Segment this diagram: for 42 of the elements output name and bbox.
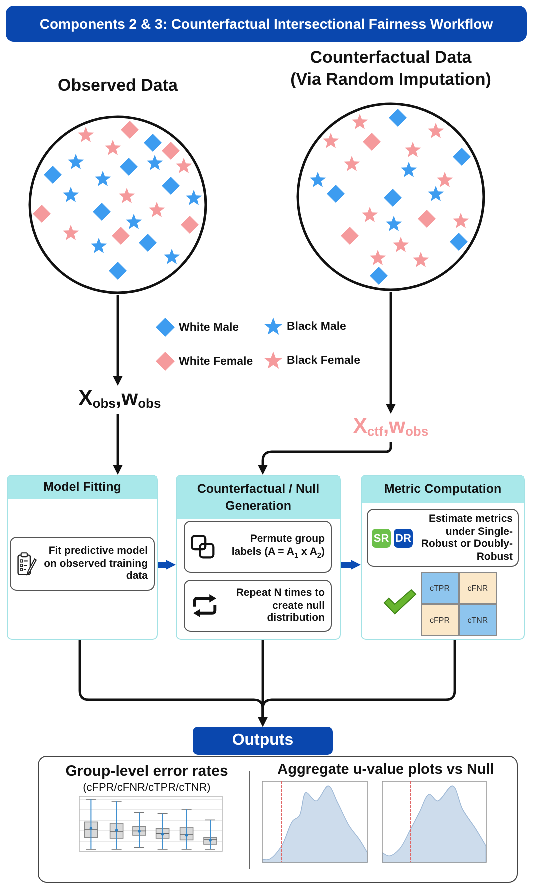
circle-heading: Observed Data xyxy=(58,75,178,97)
connector-arrow xyxy=(386,292,396,414)
section-banner: Outputs xyxy=(193,727,333,755)
method-badge: SR xyxy=(372,529,391,548)
metric-cell: cFNR xyxy=(459,572,497,604)
process-panel xyxy=(7,475,158,640)
method-badge: DR xyxy=(394,529,413,548)
output-heading: Group-level error rates xyxy=(66,763,228,780)
metric-cell: cFPR xyxy=(421,604,459,636)
variable-label: X$_{obs}$,w$_{obs}$ xyxy=(78,386,162,414)
step-text: Estimate metrics under Single-Robust or Doubly-Robust xyxy=(420,512,513,564)
metric-cell: cTPR xyxy=(421,572,459,604)
process-panel xyxy=(176,475,341,640)
outputs-panel xyxy=(38,756,518,883)
legend-label: Black Male xyxy=(287,320,346,332)
output-subtitle: (cFPR/cFNR/cTPR/cTNR) xyxy=(83,782,211,794)
step-box xyxy=(367,509,519,567)
metric-cell: cTNR xyxy=(459,604,497,636)
legend-label: White Male xyxy=(179,322,240,334)
connector-arrow xyxy=(113,414,123,475)
step-text: Repeat N times to create null distribution xyxy=(235,587,325,625)
legend-label: White Female xyxy=(179,356,254,368)
step-text: Fit predictive model on observed training data xyxy=(43,545,148,583)
panel-header: Model Fitting xyxy=(8,476,157,499)
title-banner: Components 2 & 3: Counterfactual Intersectional Fairness Workflow xyxy=(6,6,527,42)
variable-label: X$_{ctf}$,w$_{obs}$ xyxy=(353,414,429,442)
step-box xyxy=(184,580,332,632)
step-text: Permute group labels (A = A$_{1}$ x A$_{2}$) xyxy=(230,533,325,561)
block-arrow xyxy=(341,560,361,570)
step-box xyxy=(184,521,332,573)
connector-arrow xyxy=(113,295,123,386)
circle-heading: (Via Random Imputation) xyxy=(290,69,492,91)
output-heading: Aggregate u-value plots vs Null xyxy=(278,762,494,778)
connector-arrow xyxy=(258,640,456,727)
panel-header: Metric Computation xyxy=(362,476,524,503)
process-panel xyxy=(361,475,525,640)
step-box xyxy=(10,537,155,591)
block-arrow xyxy=(158,560,176,570)
connector-arrow xyxy=(258,442,392,475)
circle-heading: Counterfactual Data xyxy=(310,47,472,69)
panel-header: Counterfactual / Null Generation xyxy=(177,476,340,519)
legend-label: Black Female xyxy=(287,354,361,366)
